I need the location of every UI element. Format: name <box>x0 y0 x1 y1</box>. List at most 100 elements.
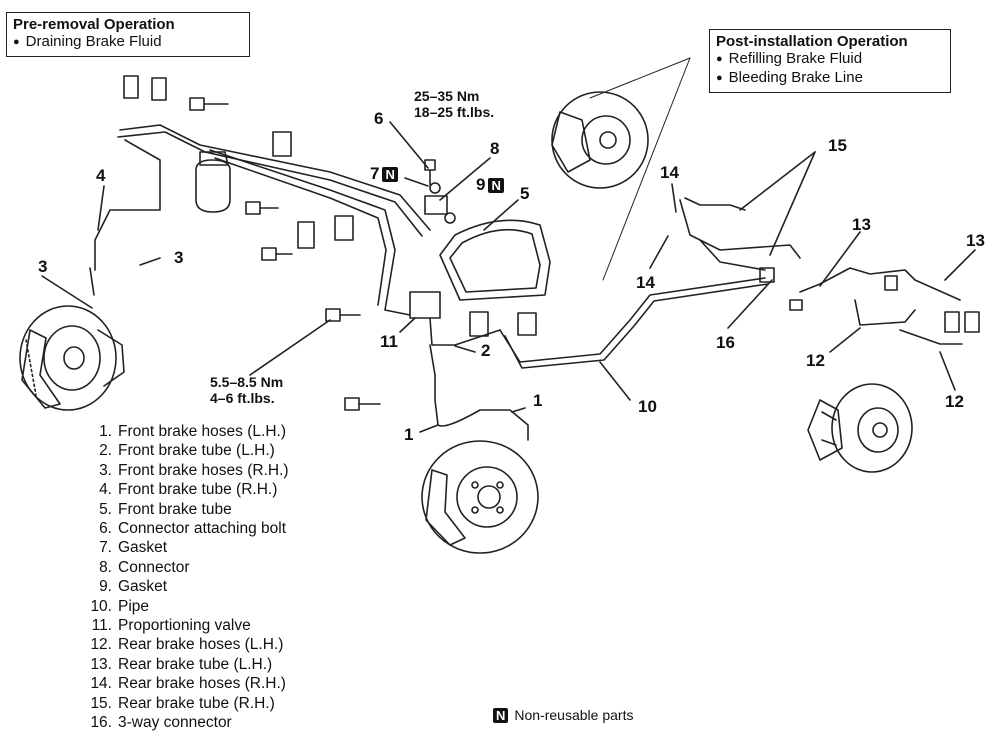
legend-label: Gasket <box>118 539 168 557</box>
legend-row: 12.Rear brake hoses (L.H.) <box>90 635 289 654</box>
legend-label: Rear brake hoses (R.H.) <box>118 675 286 693</box>
clip-icon <box>884 275 898 291</box>
post-installation-box: Post-installation Operation Refilling Br… <box>709 29 951 93</box>
legend-number: 15. <box>90 694 112 712</box>
callout-number: 2 <box>481 341 491 360</box>
callout-number: 14 <box>660 163 679 182</box>
legend-row: 10. Pipe <box>90 597 289 616</box>
rear-brake-disc-illustration <box>807 383 913 473</box>
legend-number: 7. <box>99 539 112 557</box>
legend-row: 11. Proportioning valve <box>90 616 289 635</box>
callout-number: 11 <box>380 332 398 351</box>
pre-removal-box: Pre-removal Operation Draining Brake Flu… <box>6 12 250 57</box>
callout-with-badge: 7 N <box>370 164 398 184</box>
front-tube-line <box>119 124 431 231</box>
torque-imperial: 18–25 ft.lbs. <box>414 104 495 120</box>
callout-with-badge: 9 N <box>476 175 504 195</box>
callout-number: 1 <box>533 391 543 410</box>
callout-number: 13 <box>966 231 985 250</box>
legend-label: Proportioning valve <box>118 617 251 635</box>
legend-number: 13. <box>90 655 112 673</box>
front-brake-tube-loop <box>439 219 551 301</box>
callout-number: 13 <box>852 215 871 234</box>
legend-label: Connector <box>118 558 190 576</box>
connector-bolt-icon <box>424 159 436 186</box>
torque-spec-proportioning: 5.5–8.5 Nm 4–6 ft.lbs. <box>210 374 283 406</box>
legend-number: 14. <box>90 675 112 693</box>
clip-icon <box>334 215 354 241</box>
legend-label: Rear brake tube (R.H.) <box>118 694 275 712</box>
parts-legend: 1.Front brake hoses (L.H.)2. Front brake … <box>90 422 289 733</box>
legend-row: 8.Connector <box>90 558 289 577</box>
legend-number: 3. <box>99 461 112 479</box>
legend-row: 13. Rear brake tube (L.H.) <box>90 655 289 674</box>
clip-icon <box>789 299 803 311</box>
clip-icon <box>517 312 537 336</box>
front-tube-line <box>117 131 423 237</box>
pre-removal-item: Draining Brake Fluid <box>13 33 243 52</box>
legend-row: 7. Gasket <box>90 538 289 557</box>
clip-icon <box>469 311 489 337</box>
callout-number: 12 <box>806 351 825 370</box>
non-reusable-badge: N <box>382 166 398 182</box>
front-tube-line <box>94 139 161 271</box>
proportioning-valve-icon <box>409 291 441 319</box>
legend-label: Rear brake tube (L.H.) <box>118 655 273 673</box>
clip-icon <box>964 311 980 333</box>
gasket-icon <box>429 182 441 194</box>
callout-number: 10 <box>638 397 657 416</box>
legend-number: 2. <box>99 442 112 460</box>
legend-label: Pipe <box>118 597 150 615</box>
non-reusable-footnote: N Non-reusable parts <box>493 707 633 723</box>
callout-number: 4 <box>96 166 106 185</box>
legend-row: 6. Connector attaching bolt <box>90 519 289 538</box>
bolt-icon <box>261 247 293 261</box>
torque-spec-connector-bolt: 25–35 Nm 18–25 ft.lbs. <box>414 88 494 120</box>
connector-icon <box>424 195 448 215</box>
legend-number: 1. <box>99 423 112 440</box>
legend-number: 10. <box>90 597 112 615</box>
legend-number: 5. <box>99 500 112 518</box>
clip-icon <box>297 221 315 249</box>
bolt-icon <box>344 397 381 411</box>
callout-number: 14 <box>636 273 655 292</box>
legend-row: 9.Gasket <box>90 577 289 596</box>
clip-icon <box>151 77 167 101</box>
legend-row: 1.Front brake hoses (L.H.) <box>90 422 289 441</box>
legend-row: 3. Front brake hoses (R.H.) <box>90 461 289 480</box>
callout-number: 1 <box>404 425 414 444</box>
legend-label: Rear brake hoses (L.H.) <box>118 636 284 654</box>
clip-icon <box>123 75 139 99</box>
rear-left-tube-line <box>799 267 961 301</box>
callout-number: 15 <box>828 136 847 155</box>
legend-number: 16. <box>90 714 112 732</box>
legend-label: Connector attaching bolt <box>118 520 287 538</box>
gasket-icon <box>444 212 456 224</box>
legend-number: 11. <box>91 617 112 635</box>
bolt-icon <box>325 308 361 322</box>
post-installation-item: Refilling Brake Fluid <box>716 50 944 69</box>
clip-icon <box>944 311 960 333</box>
callout-number: 5 <box>520 184 530 203</box>
callout-number: 3 <box>38 257 48 276</box>
three-way-connector-icon <box>759 267 775 283</box>
callout-number: 3 <box>174 248 184 267</box>
master-cylinder-illustration <box>195 151 231 213</box>
non-reusable-badge: N <box>488 177 504 193</box>
non-reusable-badge: N <box>493 707 509 723</box>
callout-number: 6 <box>374 109 384 128</box>
callout-number: 12 <box>945 392 964 411</box>
torque-metric: 5.5–8.5 Nm <box>210 374 284 390</box>
legend-label: Front brake tube (L.H.) <box>118 442 275 460</box>
legend-row: 15. Rear brake tube (R.H.) <box>90 694 289 713</box>
legend-label: Front brake tube (R.H.) <box>118 481 278 499</box>
pre-removal-title: Pre-removal Operation <box>13 16 175 33</box>
post-installation-title: Post-installation Operation <box>716 33 908 50</box>
legend-label: Front brake hoses (R.H.) <box>118 461 289 479</box>
callout-number: 8 <box>490 139 500 158</box>
bolt-icon <box>189 97 229 111</box>
legend-number: 6. <box>99 520 112 538</box>
legend-row: 4.Front brake tube (R.H.) <box>90 480 289 499</box>
legend-label: Front brake tube <box>118 500 232 518</box>
